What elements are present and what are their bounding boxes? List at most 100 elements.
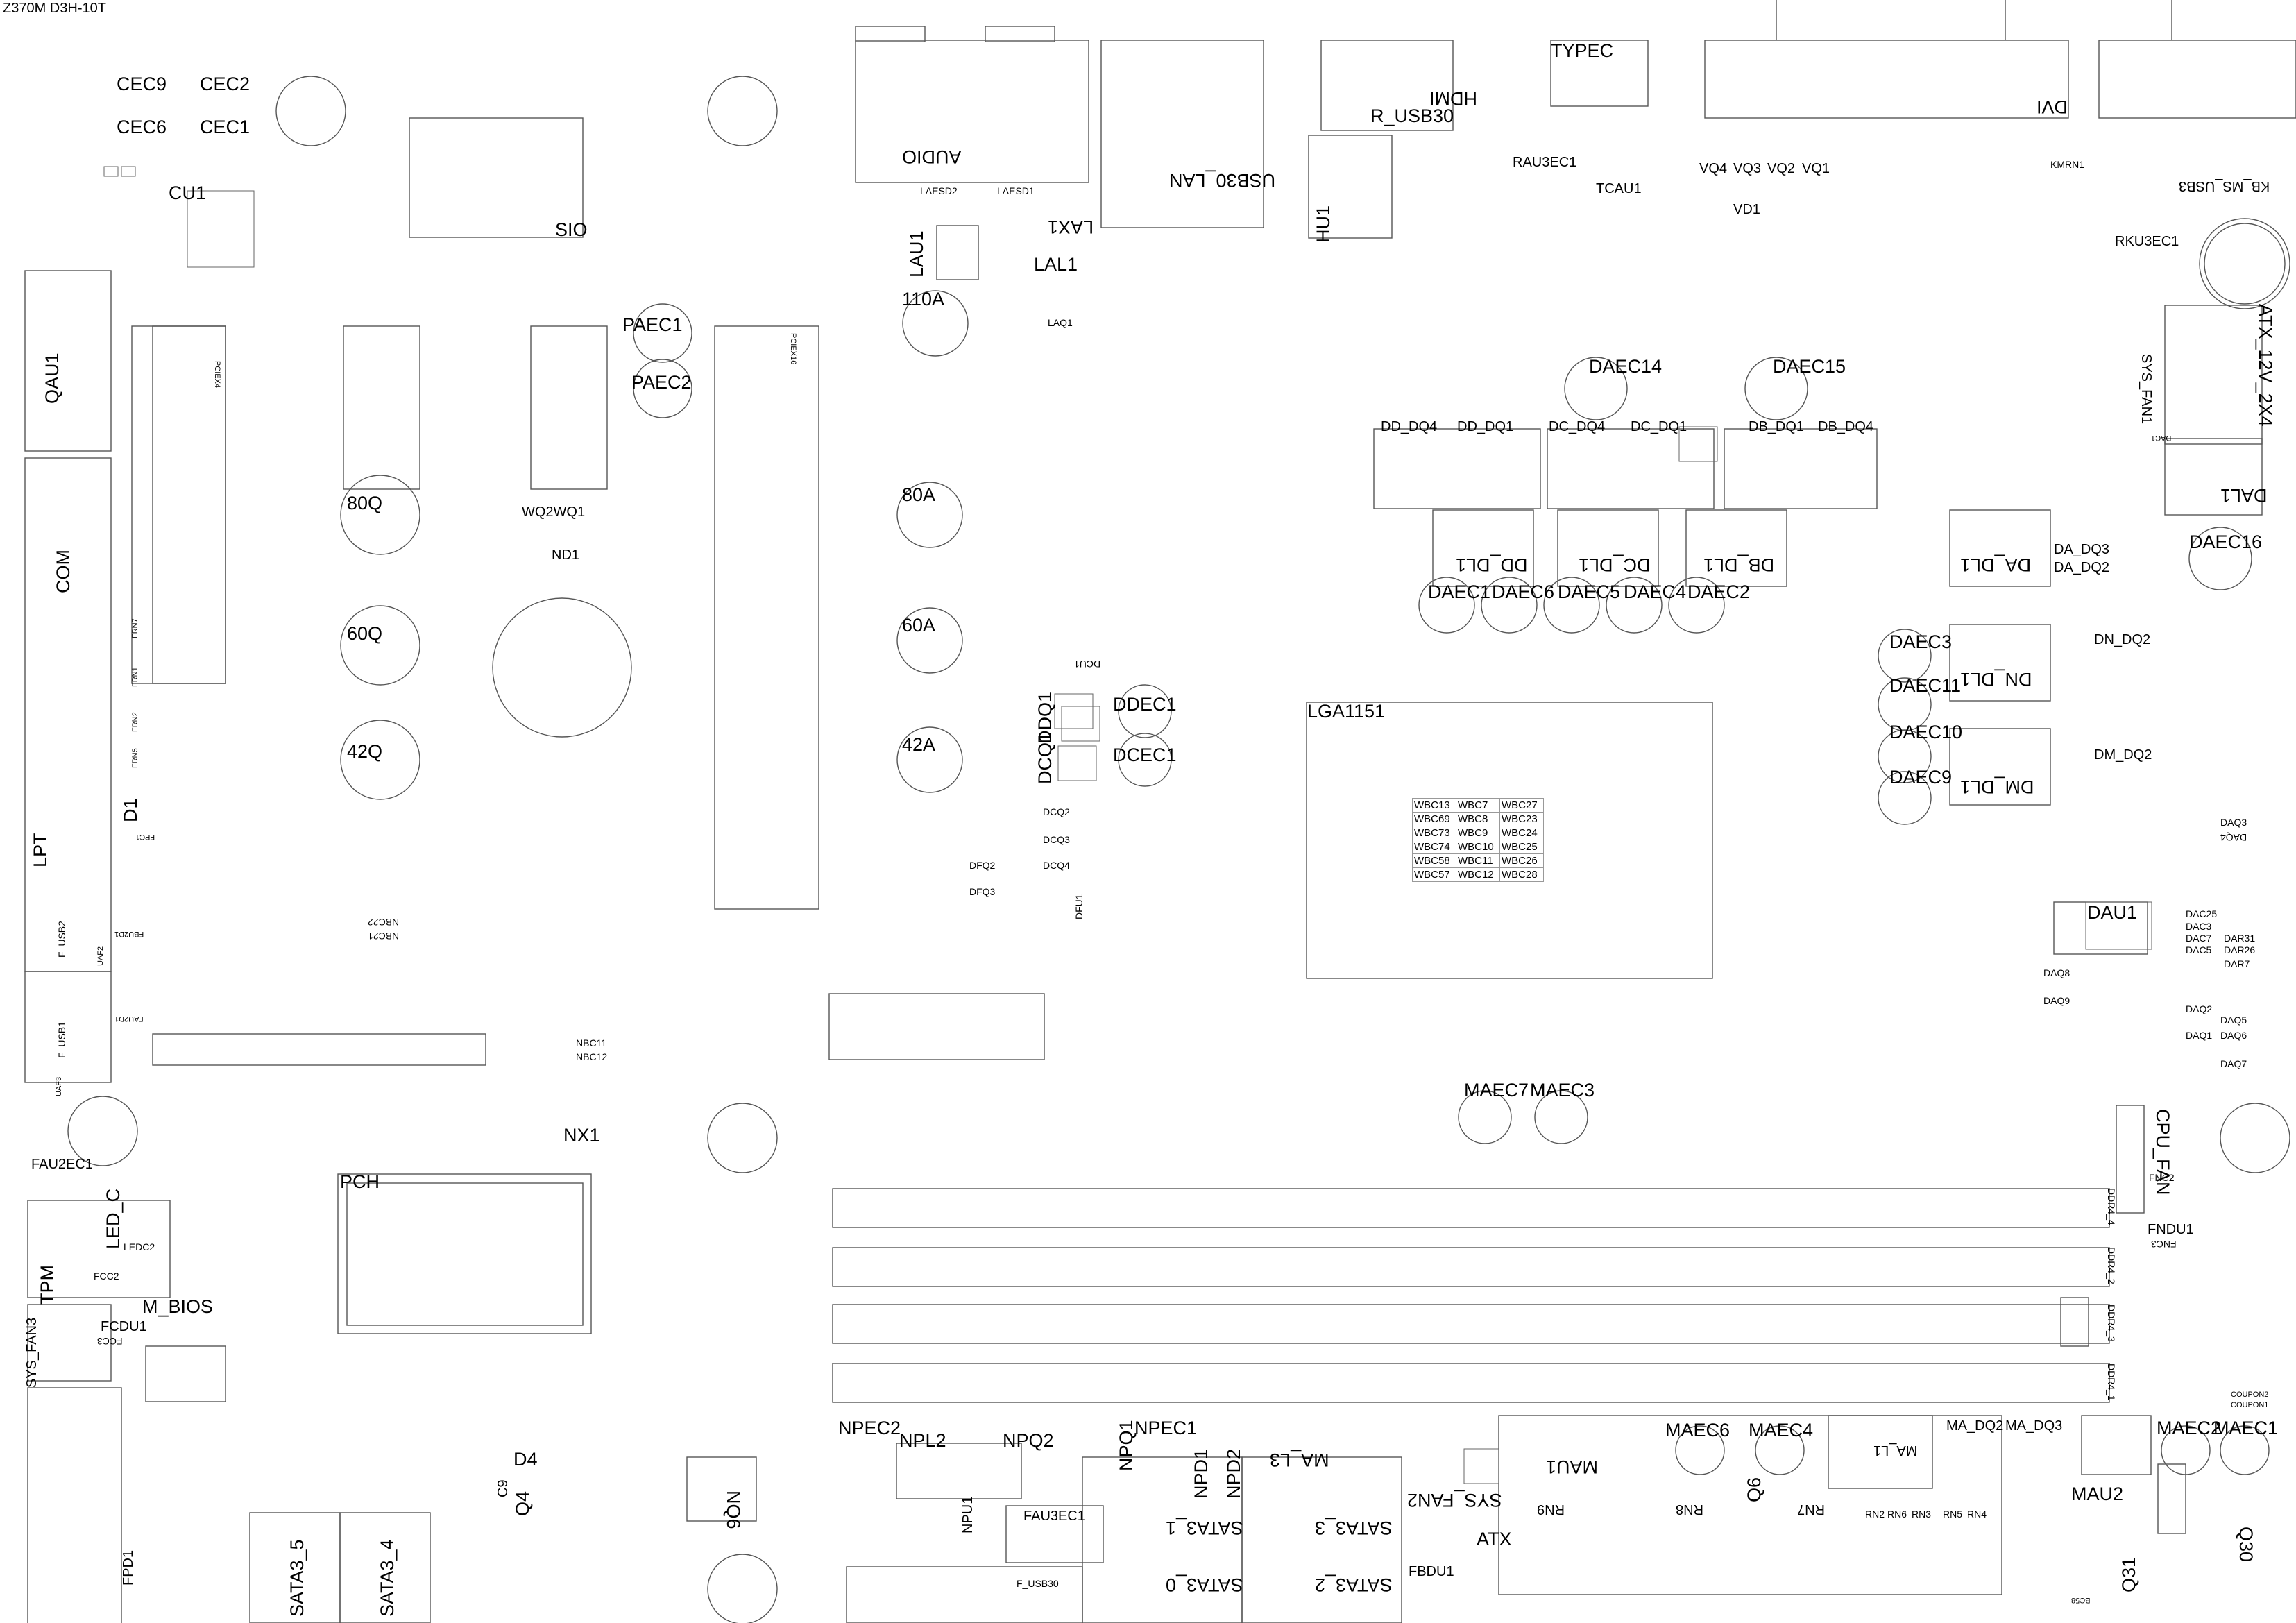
label-dac3: DAC3 [2186, 921, 2212, 932]
label-fnc2: FNC2 [2149, 1172, 2175, 1183]
label-rn4: RN4 [1967, 1509, 1987, 1520]
label-dcq4: DCQ4 [1043, 860, 1070, 871]
label-dfq3: DFQ3 [969, 886, 996, 897]
label-lpt: LPT [30, 833, 51, 867]
label-daec1: DAEC1 [1428, 581, 1491, 602]
label-cec6: CEC6 [117, 117, 167, 137]
label-wq2wq1: WQ2WQ1 [522, 504, 586, 520]
pcie-x16-slot-outline [714, 325, 819, 910]
wbc-cell: WBC73 [1412, 826, 1456, 840]
label-dm-dl1: DM_DL1 [1960, 776, 2034, 797]
wbc-cell: WBC28 [1499, 867, 1544, 882]
ddr4-1-slot-outline [832, 1363, 2110, 1403]
dvi-connector-outline [1704, 40, 2069, 119]
label-dar26: DAR26 [2224, 944, 2256, 955]
label-db-dq1: DB_DQ1 [1749, 419, 1805, 434]
label-maec1: MAEC1 [2213, 1418, 2279, 1438]
label-dfq2: DFQ2 [969, 860, 996, 871]
label-rau3ec1: RAU3EC1 [1513, 155, 1577, 170]
label-daq2: DAQ2 [2186, 1003, 2213, 1014]
label-tpm: TPM [37, 1265, 58, 1305]
label-frn2: FRN2 [131, 712, 139, 732]
label-dau1: DAU1 [2087, 902, 2138, 923]
label-maec7: MAEC7 [1464, 1080, 1529, 1101]
label-da-dl1: DA_DL1 [1960, 554, 2032, 575]
label-sys-fan2: SYS_FAN2 [1407, 1490, 1502, 1511]
label-da-dq3: DA_DQ3 [2054, 542, 2110, 557]
label-nbc22: NBC22 [368, 917, 400, 928]
label-audio: AUDIO [902, 146, 962, 167]
kb-ms-usb3-outline [2098, 40, 2296, 119]
label-qau1: QAU1 [42, 352, 62, 404]
label-ma-l1: MA_L1 [1873, 1443, 1918, 1458]
label-nbc11: NBC11 [576, 1037, 607, 1048]
label-dac25: DAC25 [2186, 908, 2218, 919]
label-kmrn1: KMRN1 [2050, 159, 2085, 170]
label-nbc12: NBC12 [576, 1051, 608, 1062]
label-fbdu1: FBDU1 [1409, 1564, 1454, 1579]
label-42q: 42Q [347, 741, 383, 762]
label-ddec1: DDEC1 [1113, 694, 1177, 715]
label-vq3: VQ3 [1733, 161, 1762, 176]
label-sio: SIO [555, 219, 588, 240]
label-daec6: DAEC6 [1492, 581, 1555, 602]
label-42a: 42A [902, 734, 936, 755]
label-paec1: PAEC1 [622, 314, 683, 335]
label-daq9: DAQ9 [2043, 995, 2070, 1006]
label-dd-dq4: DD_DQ4 [1381, 419, 1438, 434]
wbc-cell: WBC58 [1412, 853, 1456, 868]
label-ddr4-2: DDR4_2 [2106, 1247, 2117, 1284]
label-dac7: DAC7 [2186, 933, 2212, 944]
label-lga1151: LGA1151 [1307, 701, 1386, 722]
label-npq1: NPQ1 [1116, 1420, 1137, 1471]
label-sata3-5: SATA3_5 [287, 1539, 307, 1617]
label-f-usb30: F_USB30 [1017, 1578, 1059, 1589]
label-kb-ms-usb3: KB_MS_USB3 [2179, 178, 2270, 194]
label-q6: Q6 [1744, 1477, 1764, 1502]
pcie-x4-slot-outline [152, 325, 226, 684]
label-vq1: VQ1 [1802, 161, 1830, 176]
label-nx1: NX1 [563, 1125, 600, 1146]
label-fau2ec1: FAU2EC1 [31, 1157, 93, 1172]
label-maec3: MAEC3 [1530, 1080, 1595, 1101]
label-dvi: DVI [2036, 96, 2068, 117]
pch-chip-outline [337, 1173, 592, 1334]
label-frn5: FRN5 [131, 748, 139, 768]
label-dcq2: DCQ2 [1043, 806, 1070, 817]
label-sata3-4: SATA3_4 [377, 1539, 398, 1617]
label-tcau1: TCAU1 [1596, 181, 1642, 196]
label-daec14: DAEC14 [1589, 356, 1663, 377]
lga1151-socket-outline [1306, 702, 1713, 979]
label-110a: 110A [902, 289, 945, 309]
label-d4: D4 [513, 1449, 538, 1470]
label-mau2: MAU2 [2071, 1484, 2124, 1504]
label-sata3-1: SATA3_1 [1166, 1518, 1243, 1538]
label-sata3-0: SATA3_0 [1166, 1574, 1243, 1595]
label-dc-dq4: DC_DQ4 [1549, 419, 1606, 434]
label-daec2: DAEC2 [1687, 581, 1751, 602]
hdmi-connector-outline [1320, 40, 1454, 131]
wbc-cell: WBC13 [1412, 798, 1456, 813]
wbc-cell: WBC8 [1456, 812, 1500, 826]
label-npq2: NPQ2 [1003, 1430, 1054, 1451]
label-laesd2: LAESD2 [920, 185, 958, 196]
label-coupon2: COUPON2 [2231, 1391, 2269, 1399]
label-dar31: DAR31 [2224, 933, 2256, 944]
cu1-chip-outline [187, 190, 255, 268]
label-daec15: DAEC15 [1773, 356, 1846, 377]
label-ddr4-3: DDR4_3 [2106, 1305, 2117, 1342]
label-atx: ATX [1477, 1529, 1512, 1549]
wbc-cell: WBC27 [1499, 798, 1544, 813]
label-dac5: DAC5 [2186, 944, 2212, 955]
label-npec2: NPEC2 [838, 1418, 901, 1438]
label-dcq1: DCQ1 [1035, 731, 1055, 784]
label-daec10: DAEC10 [1889, 722, 1963, 742]
label-paec2: PAEC2 [631, 372, 692, 393]
com-lpt-connector-outline [24, 457, 112, 972]
label-fpd1: FPD1 [121, 1549, 136, 1586]
label-dcu1: DCU1 [1074, 658, 1101, 670]
